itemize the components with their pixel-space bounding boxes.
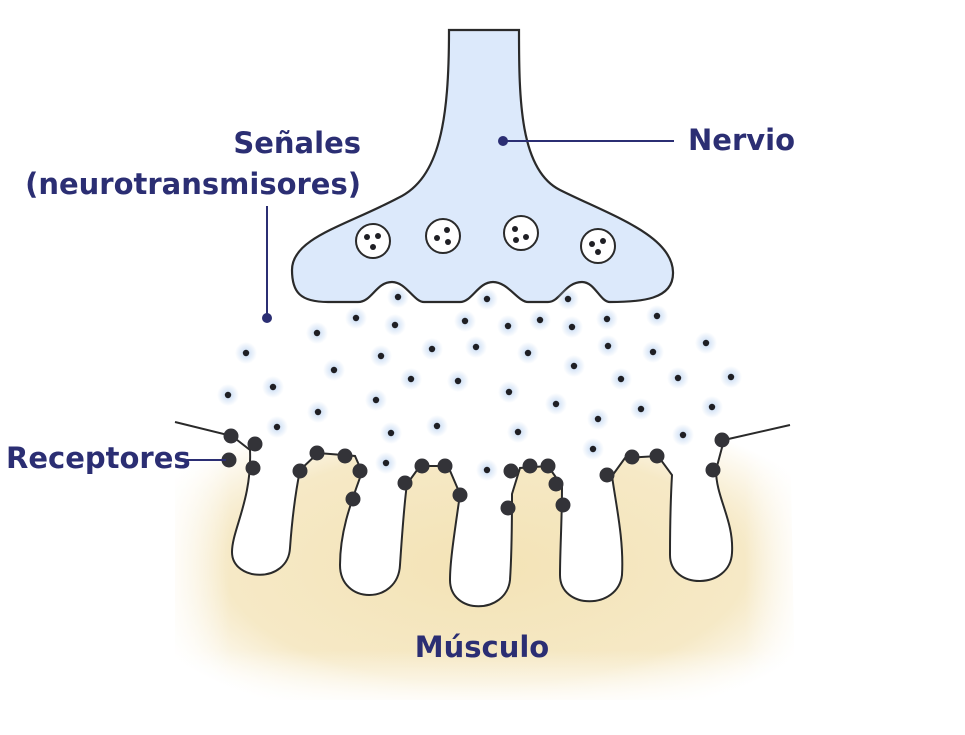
- neurotransmitter-molecule: [426, 415, 448, 437]
- neurotransmitter-molecule: [529, 309, 551, 331]
- neurotransmitter-molecule: [582, 438, 604, 460]
- neurotransmitter-molecule: [306, 322, 328, 344]
- receptor: [452, 487, 468, 503]
- neurotransmitter-molecule: [557, 288, 579, 310]
- neurotransmitter-molecule: [672, 424, 694, 446]
- receptor: [555, 497, 571, 513]
- neurotransmitter-molecule: [365, 389, 387, 411]
- neurotransmitter-molecule: [667, 367, 689, 389]
- receptor: [292, 463, 308, 479]
- neurotransmitter-molecule: [497, 315, 519, 337]
- nerve-leader-dot: [498, 136, 508, 146]
- neurotransmitter-molecule: [384, 314, 406, 336]
- neurotransmitter-molecule: [345, 307, 367, 329]
- neurotransmitter-molecule: [630, 398, 652, 420]
- vesicle: [503, 215, 539, 251]
- receptor: [414, 458, 430, 474]
- neurotransmitters: [217, 286, 742, 481]
- neurotransmitter-molecule: [323, 359, 345, 381]
- muscle-membrane: [174, 421, 791, 608]
- neurotransmitter-molecule: [563, 355, 585, 377]
- neurotransmitter-molecule: [421, 338, 443, 360]
- receptor: [705, 462, 721, 478]
- neurotransmitter-molecule: [262, 376, 284, 398]
- receptors: [221, 428, 730, 516]
- muscle: [160, 410, 810, 710]
- vesicle: [355, 223, 391, 259]
- neurotransmitter-molecule: [498, 381, 520, 403]
- receptor: [345, 491, 361, 507]
- receptor: [714, 432, 730, 448]
- receptor: [503, 463, 519, 479]
- neurotransmitter-molecule: [465, 336, 487, 358]
- neurotransmitter-molecule: [517, 342, 539, 364]
- nerve-label: Nervio: [688, 123, 795, 157]
- receptor: [540, 458, 556, 474]
- neurotransmitter-molecule: [545, 393, 567, 415]
- vesicle: [425, 218, 461, 254]
- neurotransmitter-molecule: [387, 286, 409, 308]
- receptor: [599, 467, 615, 483]
- neurotransmitter-molecule: [642, 341, 664, 363]
- neurotransmitter-molecule: [476, 288, 498, 310]
- neurotransmitter-molecule: [370, 345, 392, 367]
- muscle-label: Músculo: [415, 630, 549, 664]
- neurotransmitter-molecule: [454, 310, 476, 332]
- neurotransmitter-molecule: [596, 308, 618, 330]
- neurotransmitter-molecule: [695, 332, 717, 354]
- receptor: [548, 476, 564, 492]
- neurotransmitter-molecule: [375, 452, 397, 474]
- muscle-tissue: [175, 422, 795, 700]
- receptors-label: Receptores: [6, 441, 191, 475]
- neurotransmitter-molecule: [307, 401, 329, 423]
- vesicle: [580, 228, 616, 264]
- receptor: [247, 436, 263, 452]
- neurotransmitter-molecule: [380, 422, 402, 444]
- leader-lines: [184, 136, 674, 461]
- receptor: [624, 449, 640, 465]
- signals-leader-dot: [262, 313, 272, 323]
- receptor: [500, 500, 516, 516]
- neurotransmitter-molecule: [587, 408, 609, 430]
- muscle-fade-bottom: [160, 650, 810, 710]
- neurotransmitter-molecule: [476, 459, 498, 481]
- nerve-terminal: [290, 28, 675, 304]
- neurotransmitter-molecule: [720, 366, 742, 388]
- neurotransmitter-molecule: [266, 416, 288, 438]
- receptor: [437, 458, 453, 474]
- neurotransmitter-molecule: [561, 316, 583, 338]
- vesicles: [355, 215, 616, 264]
- receptor: [522, 458, 538, 474]
- neurotransmitter-molecule: [610, 368, 632, 390]
- receptor: [221, 452, 237, 468]
- neurotransmitter-molecule: [235, 342, 257, 364]
- neurotransmitter-molecule: [447, 370, 469, 392]
- receptor: [397, 475, 413, 491]
- receptor: [649, 448, 665, 464]
- neurotransmitter-molecule: [646, 305, 668, 327]
- receptor: [337, 448, 353, 464]
- receptor: [223, 428, 239, 444]
- neurotransmitter-molecule: [597, 335, 619, 357]
- nerve: [290, 28, 675, 304]
- receptor: [309, 445, 325, 461]
- neurotransmitter-molecule: [507, 421, 529, 443]
- neurotransmitter-molecule: [217, 384, 239, 406]
- signals-label-line1: Señales: [233, 126, 361, 160]
- receptor: [352, 463, 368, 479]
- neurotransmitter-molecule: [701, 396, 723, 418]
- neurotransmitter-molecule: [400, 368, 422, 390]
- receptor: [245, 460, 261, 476]
- signals-label-line2: (neurotransmisores): [25, 167, 361, 201]
